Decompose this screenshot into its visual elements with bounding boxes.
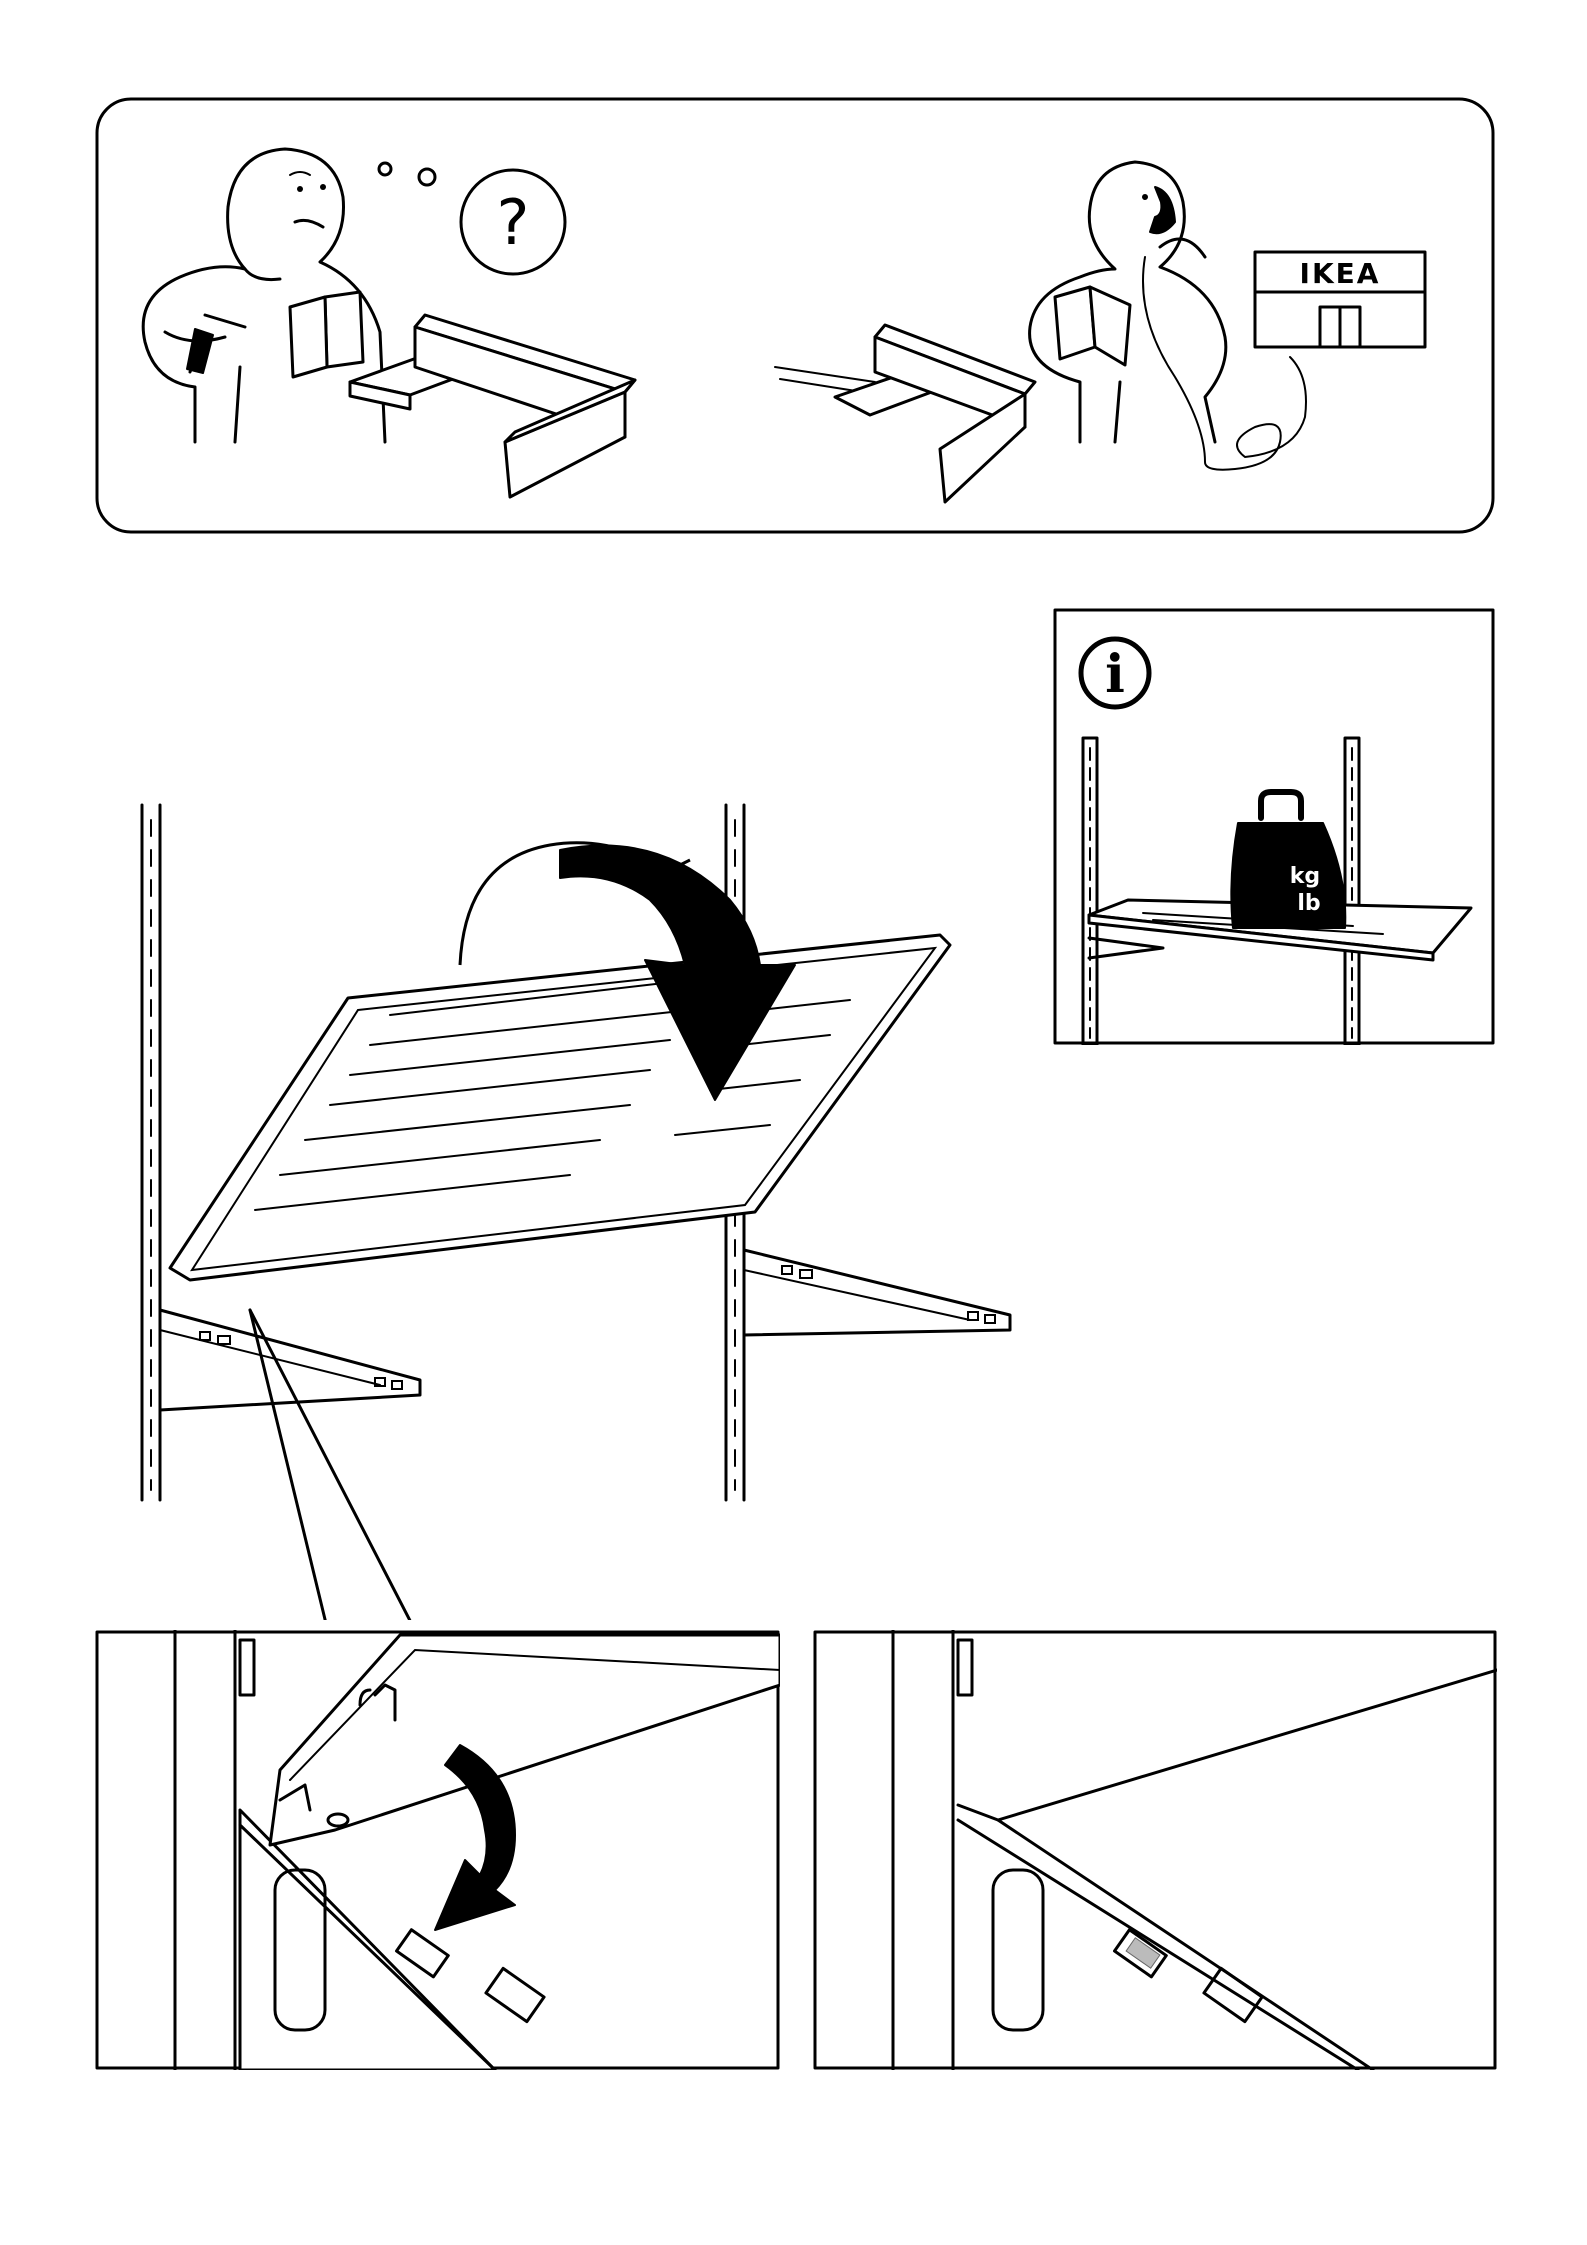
weight-icon: kg lb [1231,792,1345,928]
furniture-pieces-right [775,325,1035,502]
upright-detail-right [893,1630,972,2070]
ikea-sign: IKEA [1300,257,1381,290]
shelf-installed-detail-right [958,1670,1497,2070]
ikea-store-icon: IKEA [1255,252,1425,347]
shelf-edge-detail-left [270,1635,780,1845]
person-on-phone-icon [1030,162,1306,470]
bracket-right [744,1250,1010,1335]
main-step-illustration [130,800,1050,1620]
question-symbol: ? [497,186,530,259]
bracket-left [160,1310,420,1410]
detail-panel-right [813,1630,1497,2070]
furniture-pieces-left [350,315,635,497]
info-icon: i [1081,639,1149,707]
shelf-tilted [170,935,950,1280]
svg-text:kg: kg [1290,864,1320,889]
help-panel: ? IKEA [95,97,1495,534]
svg-text:i: i [1105,644,1125,705]
info-panel: i kg lb [1053,608,1495,1045]
detail-panel-left [95,1630,780,2070]
svg-text:lb: lb [1297,891,1320,916]
